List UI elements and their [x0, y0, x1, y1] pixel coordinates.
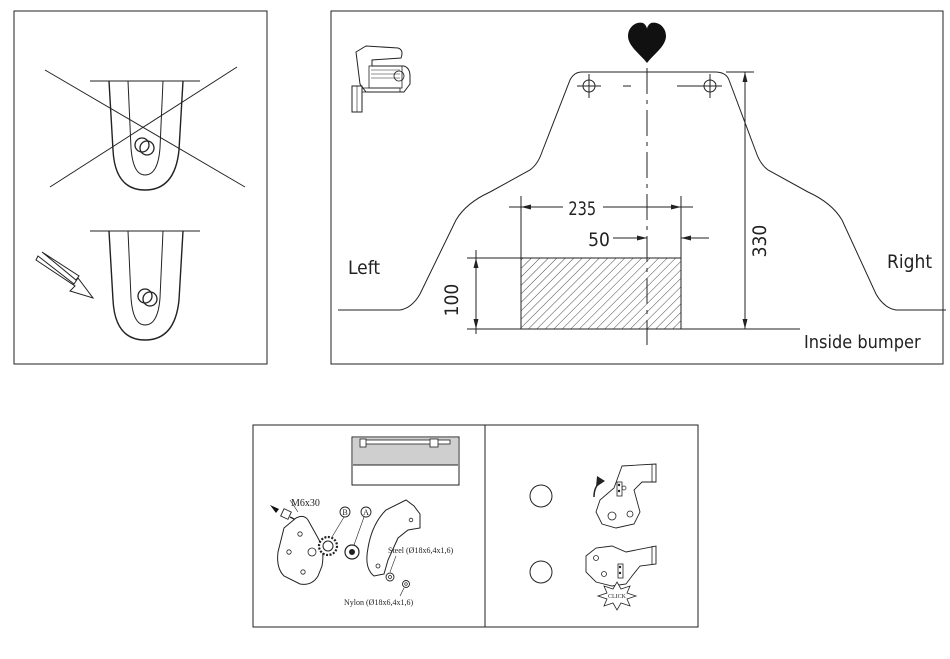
mounting-hole-left	[577, 74, 601, 98]
bolt-label: M6x30	[291, 498, 320, 509]
bumper-template-panel: 235 50 330 100 Left	[331, 11, 946, 364]
slot-alignment-panel	[14, 11, 267, 364]
dimension-height-total-label: 330	[749, 225, 771, 258]
label-right: Right	[887, 251, 932, 273]
slot-correct-example	[90, 231, 200, 340]
label-inside-bumper: Inside bumper	[804, 332, 921, 353]
direction-arrow-icon	[36, 252, 93, 298]
click-label: CLICK	[608, 594, 627, 600]
mechanism-step-2	[530, 546, 656, 610]
nylon-washer-label: Nylon (Ø18x6,4x1,6)	[344, 598, 413, 607]
dimension-width-label: 235	[568, 199, 596, 221]
dimension-height-total	[681, 72, 754, 329]
mechanism-step-1	[530, 464, 656, 528]
dimension-height-cutout	[467, 250, 521, 334]
part-b-label: B	[342, 508, 347, 517]
part-a-label: A	[363, 508, 369, 517]
cutout-area	[521, 258, 681, 329]
jigsaw-icon	[352, 46, 410, 112]
cross-out-line	[50, 67, 237, 187]
heart-icon	[628, 23, 666, 63]
dimension-height-cutout-label: 100	[441, 284, 463, 317]
mounting-hole-right	[677, 74, 722, 98]
assembly-panel: B A M6x30 Steel (Ø18x6,4x1,6) Nylon (Ø18…	[253, 425, 698, 627]
step-2-checkbox	[530, 561, 552, 583]
step-1-checkbox	[530, 485, 552, 507]
cross-out-line	[45, 70, 245, 187]
steel-washer-label: Steel (Ø18x6,4x1,6)	[388, 546, 453, 555]
towbar-thumbnail	[352, 437, 459, 485]
slot-wrong-example	[45, 67, 245, 190]
dimension-offset	[613, 236, 709, 241]
label-left: Left	[348, 257, 380, 279]
dimension-offset-label: 50	[588, 229, 610, 251]
bolt-arrow-icon	[270, 505, 279, 513]
